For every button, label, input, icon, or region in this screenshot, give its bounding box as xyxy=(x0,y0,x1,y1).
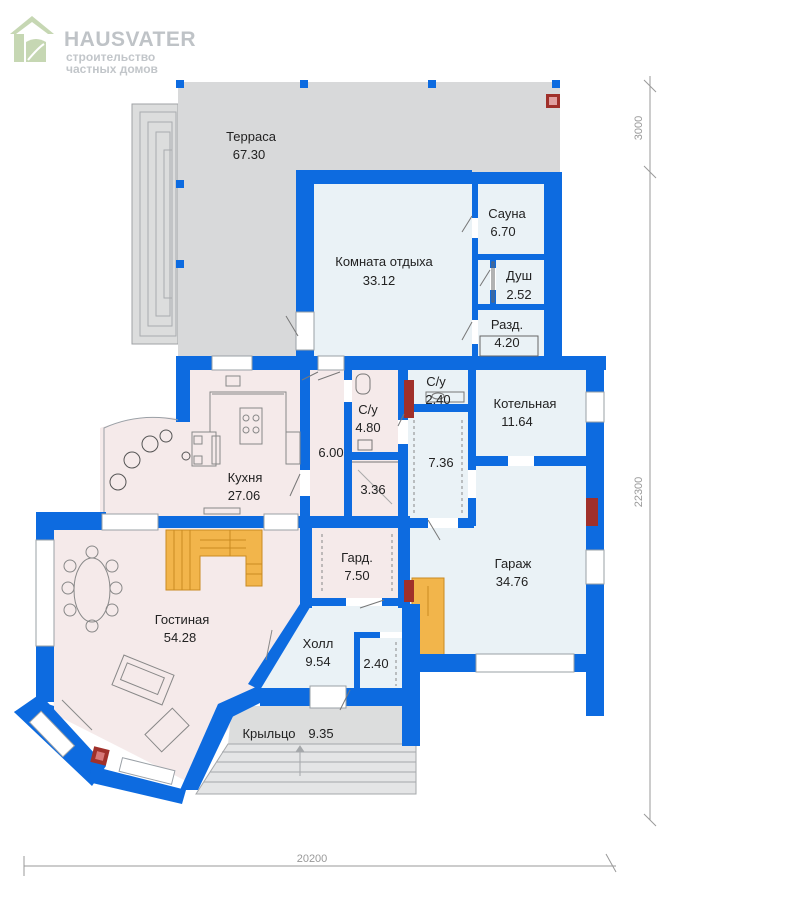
label-wc-big-name: С/у xyxy=(358,402,378,417)
room-floors xyxy=(48,172,586,782)
label-porch-area: 9.35 xyxy=(308,726,333,741)
label-porch-name: Крыльцо xyxy=(242,726,295,741)
label-hall-area: 9.54 xyxy=(305,654,330,669)
label-terrace-name: Терраса xyxy=(226,129,277,144)
dimension-labels: 20200 22300 3000 xyxy=(297,116,645,865)
label-shower-area: 2.52 xyxy=(506,287,531,302)
bathroom-fixtures xyxy=(352,373,465,463)
label-boiler-area: 11.64 xyxy=(501,414,533,429)
label-storage-736-area: 7.36 xyxy=(428,455,453,470)
stair-living xyxy=(165,529,263,591)
label-living-area: 54.28 xyxy=(164,630,197,645)
dim-depth-label: 22300 xyxy=(633,477,645,508)
label-garage-name: Гараж xyxy=(495,556,532,571)
door-swings xyxy=(285,215,491,711)
label-wc-big-area: 4.80 xyxy=(355,420,380,435)
wardrobe-rails xyxy=(321,420,463,686)
terrace-floor xyxy=(178,82,560,357)
label-closet-240-area: 2.40 xyxy=(363,656,388,671)
label-changing-name: Разд. xyxy=(491,317,523,332)
label-sauna-name: Сауна xyxy=(488,206,526,221)
label-changing-area: 4.20 xyxy=(494,335,519,350)
window-openings xyxy=(28,311,605,785)
logo-tagline-1: строительство xyxy=(66,50,156,64)
fireplaces xyxy=(90,94,598,766)
bay-window-plants xyxy=(103,416,191,512)
label-wardrobe-area: 7.50 xyxy=(344,568,369,583)
terrace-columns xyxy=(176,80,560,268)
label-wc-small-area: 2.40 xyxy=(425,392,450,407)
terrace-area xyxy=(131,82,560,357)
label-living-name: Гостиная xyxy=(155,612,210,627)
label-hall-name: Холл xyxy=(303,636,334,651)
label-storage-336-area: 3.36 xyxy=(360,482,385,497)
label-garage-area: 34.76 xyxy=(496,574,529,589)
company-logo: HAUSVATER строительство частных домов xyxy=(8,12,208,76)
house-leaf-icon xyxy=(10,16,54,62)
sauna-benches xyxy=(479,261,539,357)
logo-brand: HAUSVATER xyxy=(64,28,197,51)
porch-steps xyxy=(195,743,417,795)
label-wc-small-name: С/у xyxy=(426,374,446,389)
label-kitchen-name: Кухня xyxy=(228,470,263,485)
label-terrace-area: 67.30 xyxy=(233,147,266,162)
kitchen-furniture xyxy=(191,375,301,515)
label-corridor-area: 6.00 xyxy=(318,445,343,460)
label-lounge-name: Комната отдыха xyxy=(335,254,433,269)
label-kitchen-area: 27.06 xyxy=(228,488,261,503)
room-labels: Терраса 67.30 Комната отдыха 33.12 Сауна… xyxy=(155,129,557,741)
logo-tagline-2: частных домов xyxy=(66,62,158,76)
label-boiler-name: Котельная xyxy=(494,396,557,411)
label-wardrobe-name: Гард. xyxy=(341,550,373,565)
dim-width-label: 20200 xyxy=(297,853,328,865)
label-sauna-area: 6.70 xyxy=(490,224,515,239)
dim-terrace-depth-label: 3000 xyxy=(633,116,645,140)
label-lounge-area: 33.12 xyxy=(363,273,396,288)
door-gaps xyxy=(300,218,534,638)
dimension-lines xyxy=(23,76,657,876)
living-furniture xyxy=(61,545,273,753)
label-shower-name: Душ xyxy=(506,268,532,283)
